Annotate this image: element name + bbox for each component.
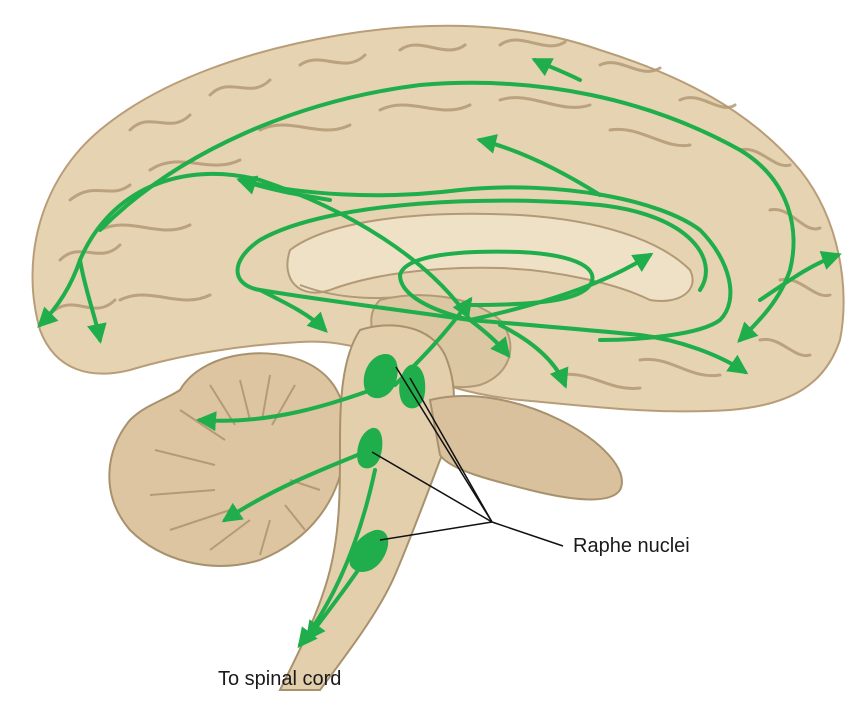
label-to-spinal-cord: To spinal cord (218, 668, 342, 690)
cerebellum (108, 352, 348, 567)
raphe-nucleus-3 (357, 427, 383, 469)
label-raphe-nuclei: Raphe nuclei (573, 535, 690, 557)
pathway-descending-2 (297, 468, 377, 649)
raphe-nuclei (349, 354, 426, 572)
pathway-top-branch (531, 58, 582, 82)
pathway-cerebellar-lower (221, 448, 372, 523)
pathway-septal (468, 318, 511, 359)
pathway-callosal-loop (235, 198, 708, 322)
pathway-cerebellar-upper (196, 383, 387, 432)
gyri-folds (53, 38, 832, 390)
pathway-lines (37, 58, 842, 649)
raphe-nucleus-4 (349, 529, 389, 572)
raphe-nucleus-1 (363, 354, 398, 399)
pathway-dorsal-arch (37, 171, 472, 328)
pathway-amygdala (498, 323, 569, 389)
pathway-to-thalamus (468, 252, 654, 322)
pathway-cingulum (238, 178, 733, 342)
raphe-nucleus-2 (399, 364, 426, 409)
pathway-frontal-drop (78, 258, 107, 344)
pathway-upper-inner (476, 134, 602, 197)
pathway-inner-loop (397, 249, 595, 322)
leader-lines (371, 366, 564, 547)
pathway-posterior (758, 250, 842, 302)
pathway-temporal (258, 288, 328, 333)
pathway-hypothalamus (468, 318, 749, 375)
pathway-left-inner (236, 175, 332, 202)
pathway-cingulate-top (98, 80, 796, 343)
